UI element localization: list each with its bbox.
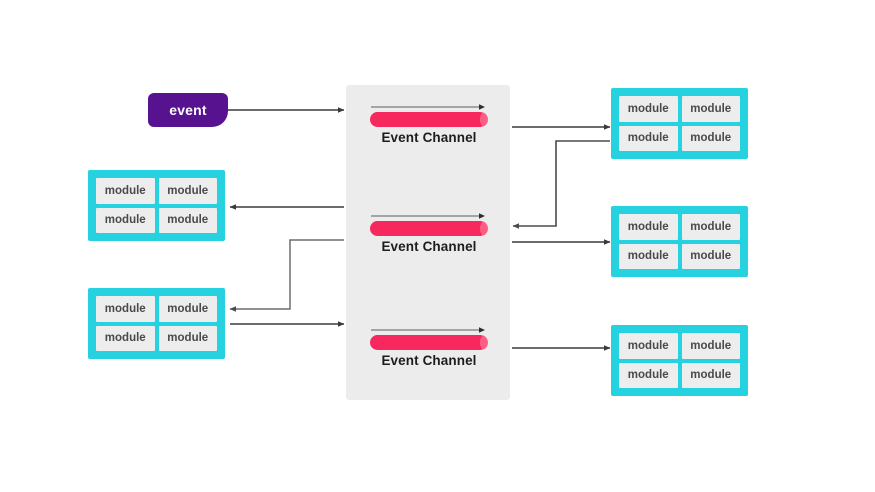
channel-1-endcap [480, 113, 487, 126]
wire-channel-2-to-left-bottom [229, 239, 344, 312]
channel-1-flow-arrow [371, 104, 485, 110]
module-cell[interactable]: module [158, 325, 217, 351]
module-cell[interactable]: module [158, 178, 217, 204]
module-cell[interactable]: module [681, 125, 740, 151]
module-cell[interactable]: module [619, 125, 678, 151]
channel-3-label: Event Channel [381, 353, 477, 368]
module-cell[interactable]: module [619, 333, 678, 359]
module-cell[interactable]: module [619, 362, 678, 388]
channel-3-flow-arrow [371, 327, 485, 333]
wire-right-top-to-channel-2 [512, 140, 610, 229]
module-cell[interactable]: module [681, 362, 740, 388]
module-cell[interactable]: module [96, 207, 155, 233]
module-cell[interactable]: module [681, 243, 740, 269]
channel-2-flow-arrow [371, 213, 485, 219]
module-cluster-right-top[interactable]: module module module module [611, 88, 748, 159]
channel-1-bar [370, 112, 488, 127]
module-cell[interactable]: module [619, 243, 678, 269]
module-cluster-left-middle[interactable]: module module module module [88, 170, 225, 241]
module-cell[interactable]: module [96, 296, 155, 322]
channel-2-label: Event Channel [381, 239, 477, 254]
module-cell[interactable]: module [619, 214, 678, 240]
module-cluster-right-middle[interactable]: module module module module [611, 206, 748, 277]
channel-3-endcap [480, 336, 487, 349]
channel-2-endcap [480, 222, 487, 235]
module-cell[interactable]: module [96, 178, 155, 204]
module-cluster-left-bottom[interactable]: module module module module [88, 288, 225, 359]
event-bus-panel: Event Channel Event Channel Event Channe… [346, 85, 510, 400]
channel-2-bar [370, 221, 488, 236]
event-node[interactable]: event [148, 93, 228, 127]
module-cell[interactable]: module [681, 333, 740, 359]
channel-1-label: Event Channel [381, 130, 477, 145]
module-cluster-right-bottom[interactable]: module module module module [611, 325, 748, 396]
module-cell[interactable]: module [158, 296, 217, 322]
module-cell[interactable]: module [681, 96, 740, 122]
module-cell[interactable]: module [681, 214, 740, 240]
channel-3-bar [370, 335, 488, 350]
module-cell[interactable]: module [619, 96, 678, 122]
module-cell[interactable]: module [96, 325, 155, 351]
event-label: event [169, 102, 207, 118]
module-cell[interactable]: module [158, 207, 217, 233]
